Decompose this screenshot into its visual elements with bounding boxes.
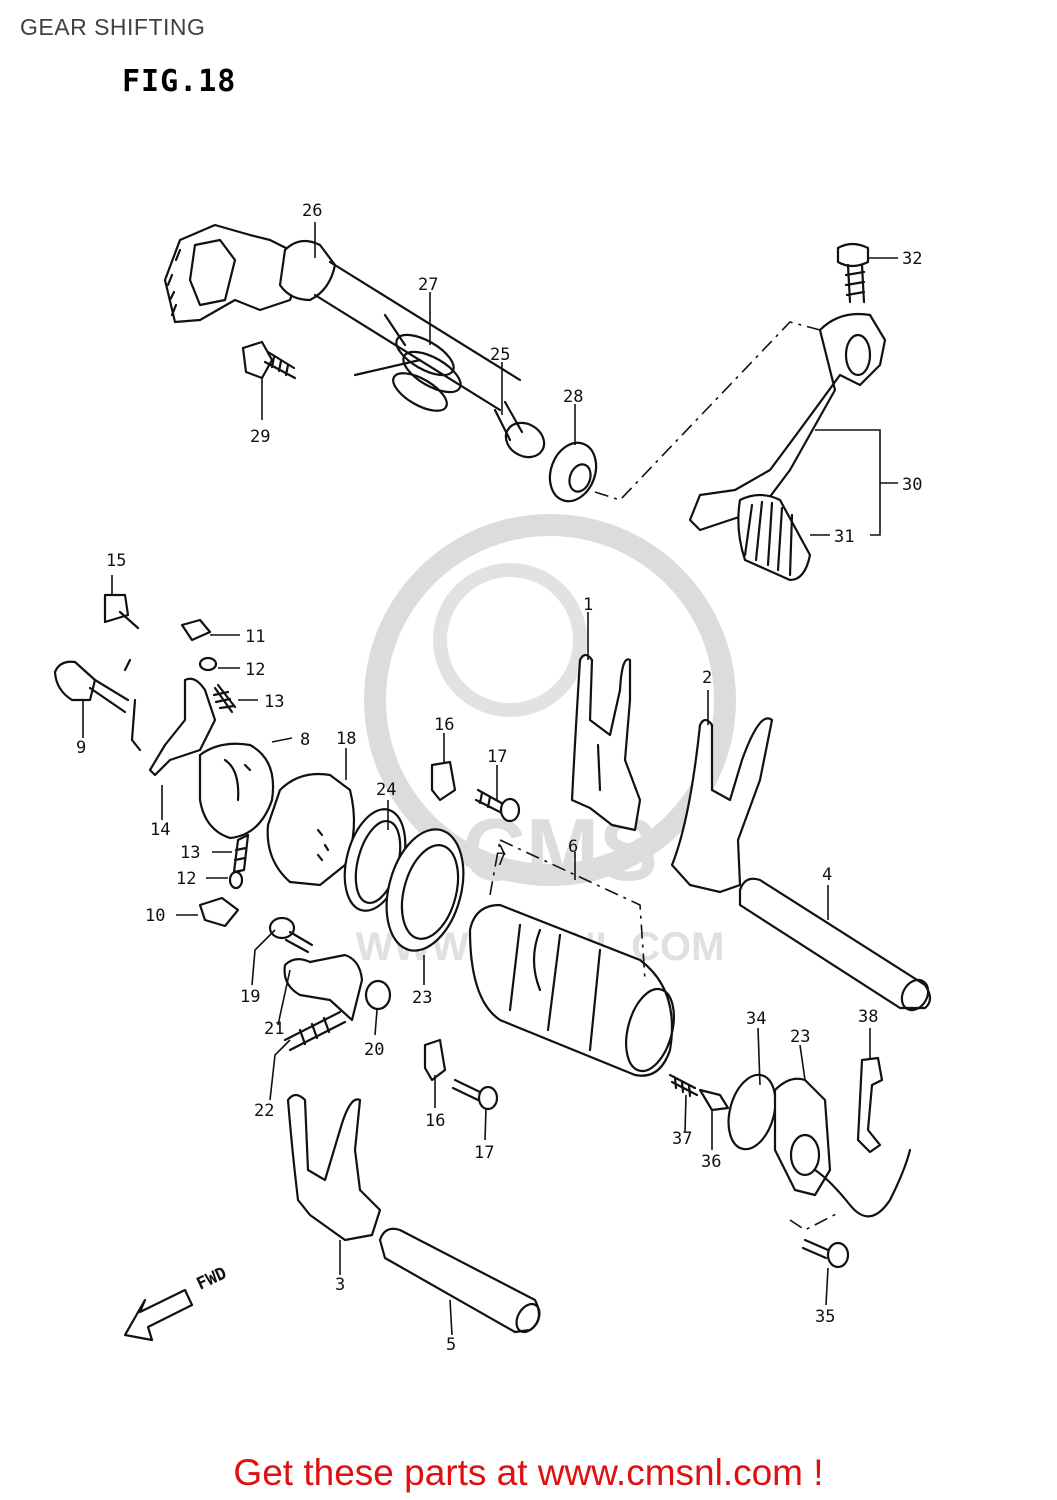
- part-plate-16b: [423, 1038, 447, 1082]
- callout-5: 5: [446, 1335, 456, 1355]
- callout-2: 2: [702, 668, 712, 688]
- callout-28: 28: [563, 387, 583, 407]
- part-ring-12b: [228, 870, 244, 890]
- part-stopper-arm-21: [283, 953, 364, 1022]
- callout-6: 6: [568, 837, 578, 857]
- part-gear-position-switch-33: [773, 1077, 912, 1218]
- callout-19: 19: [240, 987, 260, 1007]
- part-bearing-23: [385, 828, 465, 952]
- callout-7: 7: [496, 850, 506, 870]
- callout-13a: 13: [264, 692, 284, 712]
- callout-12a: 12: [245, 660, 265, 680]
- part-screw-17b: [451, 1078, 499, 1111]
- leader-lines: [82, 222, 898, 1336]
- callout-10: 10: [145, 906, 165, 926]
- callout-3: 3: [335, 1275, 345, 1295]
- assembly-line-drum: [489, 839, 646, 981]
- callout-36: 36: [701, 1152, 721, 1172]
- part-screw-17a: [474, 788, 521, 823]
- callout-24: 24: [376, 780, 396, 800]
- callout-4: 4: [822, 865, 832, 885]
- callout-38: 38: [858, 1007, 878, 1027]
- part-o-ring-34: [727, 1073, 777, 1151]
- callout-23a: 23: [412, 988, 432, 1008]
- part-return-spring: [353, 313, 462, 412]
- part-screw-19: [268, 916, 314, 954]
- watermark-logo-ring: [364, 514, 736, 886]
- callout-17b: 17: [474, 1143, 494, 1163]
- part-pin-10: [198, 896, 240, 928]
- callout-27: 27: [418, 275, 438, 295]
- part-spring-37: [668, 1073, 699, 1098]
- part-shift-drum-6: [468, 903, 675, 1077]
- callout-34: 34: [746, 1009, 766, 1029]
- callout-16a: 16: [434, 715, 454, 735]
- callout-25: 25: [490, 345, 510, 365]
- part-bolt-9: [53, 660, 130, 714]
- part-clamp-38: [856, 1056, 884, 1154]
- part-pin-11: [180, 618, 212, 642]
- callout-14: 14: [150, 820, 170, 840]
- part-guide-14: [123, 658, 142, 752]
- part-cam-plate-8: [148, 677, 275, 840]
- callout-29: 29: [250, 427, 270, 447]
- callout-23b: 23: [790, 1027, 810, 1047]
- part-shift-cam-18: [266, 772, 356, 887]
- callout-32: 32: [902, 249, 922, 269]
- part-stopper-bolt: [241, 340, 297, 380]
- fwd-arrow-icon: FWD: [123, 1263, 230, 1342]
- callout-13b: 13: [180, 843, 200, 863]
- part-ring-12a: [198, 656, 218, 672]
- part-pin-36: [698, 1088, 730, 1112]
- get-parts-link[interactable]: Get these parts at www.cmsnl.com !: [233, 1452, 824, 1493]
- assembly-line-switch: [789, 1211, 841, 1231]
- callout-18: 18: [336, 729, 356, 749]
- part-oil-seal: [548, 441, 598, 503]
- callout-35: 35: [815, 1307, 835, 1327]
- assembly-line-shaft-lever: [594, 321, 821, 501]
- callout-9: 9: [76, 738, 86, 758]
- part-fork-shaft-5: [378, 1227, 541, 1334]
- callout-8: 8: [300, 730, 310, 750]
- callout-15: 15: [106, 551, 126, 571]
- callout-1: 1: [583, 595, 593, 615]
- callout-37: 37: [672, 1129, 692, 1149]
- part-pedal-bolt: [836, 242, 870, 304]
- callout-20: 20: [364, 1040, 384, 1060]
- part-screw-35: [801, 1238, 850, 1269]
- fwd-label: FWD: [194, 1263, 230, 1294]
- callout-17a: 17: [487, 747, 507, 767]
- callout-21: 21: [264, 1019, 284, 1039]
- callout-22: 22: [254, 1101, 274, 1121]
- callout-12b: 12: [176, 869, 196, 889]
- part-stopper-screw-15: [103, 593, 140, 630]
- part-shift-fork-3: [286, 1093, 382, 1242]
- callout-numbers: 26 27 25 28 29 32 30 31 15 1 11 12 2 13 …: [76, 201, 922, 1355]
- callout-11: 11: [245, 627, 265, 647]
- part-fork-shaft-4: [738, 877, 932, 1012]
- part-spring-13b: [232, 833, 250, 874]
- part-shift-fork-1: [570, 653, 642, 832]
- page-title: GEAR SHIFTING: [20, 14, 206, 40]
- part-plate-16a: [430, 760, 457, 802]
- callout-31: 31: [834, 527, 854, 547]
- part-gearshift-lever: [688, 312, 887, 582]
- figure-label: FIG.18: [122, 64, 237, 99]
- callout-26: 26: [302, 201, 322, 221]
- callout-30: 30: [902, 475, 922, 495]
- part-washer-20: [364, 979, 392, 1011]
- part-spring-22: [283, 1010, 347, 1052]
- part-spring-13a: [212, 683, 237, 714]
- callout-16b: 16: [425, 1111, 445, 1131]
- part-shift-fork-2: [670, 717, 774, 894]
- watermark-logo-head: [433, 563, 587, 717]
